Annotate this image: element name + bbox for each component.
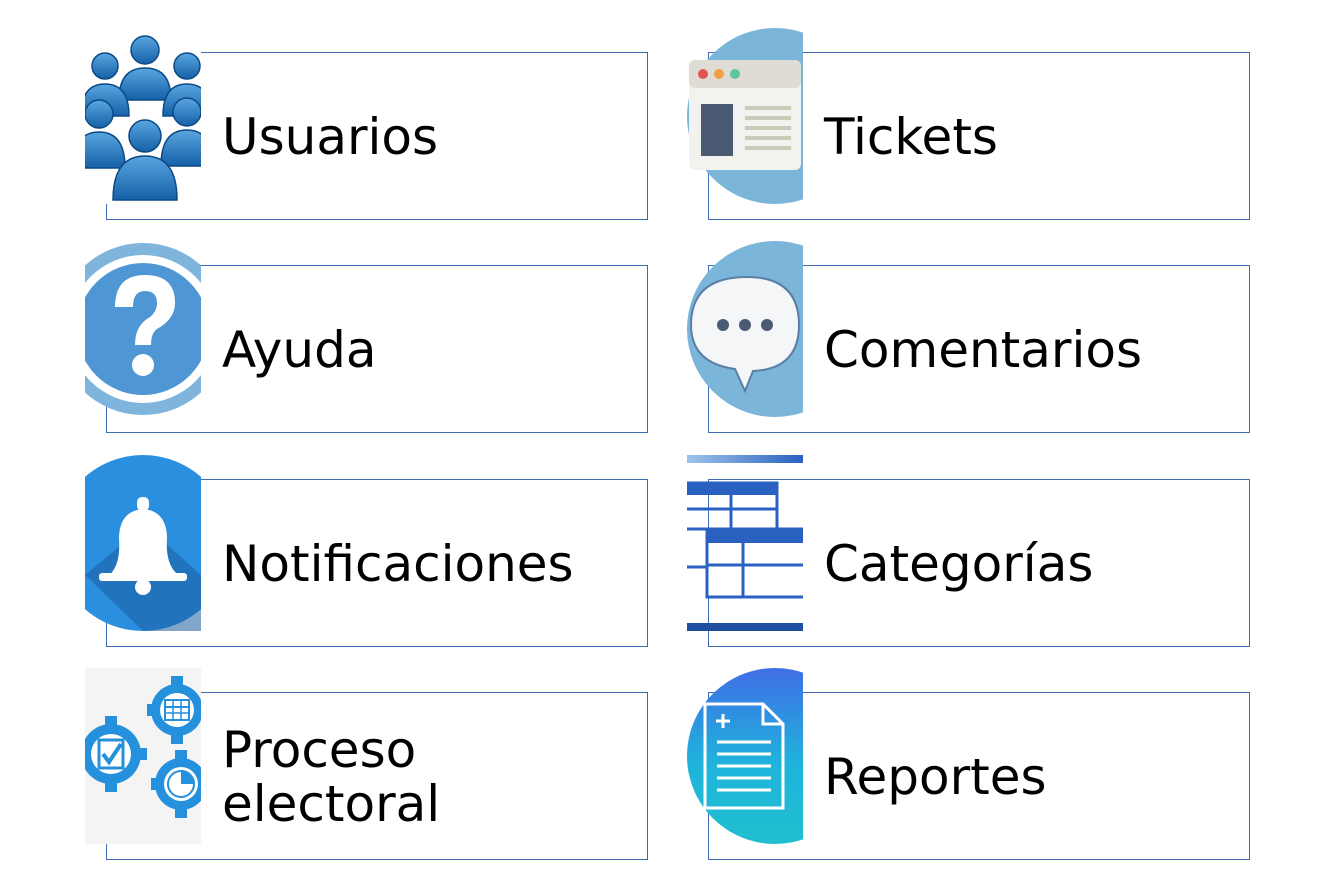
browser-window-icon [687, 28, 803, 204]
gears-process-icon [85, 668, 201, 844]
tile-label-reportes: Reportes [824, 748, 1047, 806]
tile-label-tickets: Tickets [824, 108, 998, 166]
tile-tickets[interactable]: Tickets [708, 52, 1250, 220]
tile-label-categorias: Categorías [824, 535, 1094, 593]
tile-label-usuarios: Usuarios [222, 108, 439, 166]
bell-icon [85, 455, 201, 631]
tile-label-notificaciones: Notificaciones [222, 535, 574, 593]
tile-label-comentarios: Comentarios [824, 321, 1142, 379]
tile-label-proceso-electoral: Proceso electoral [222, 721, 441, 833]
table-grid-icon [687, 455, 803, 631]
speech-bubble-icon [687, 241, 803, 417]
document-icon [687, 668, 803, 844]
question-mark-icon [85, 241, 201, 417]
tile-label-ayuda: Ayuda [222, 321, 377, 379]
users-group-icon [85, 28, 201, 204]
